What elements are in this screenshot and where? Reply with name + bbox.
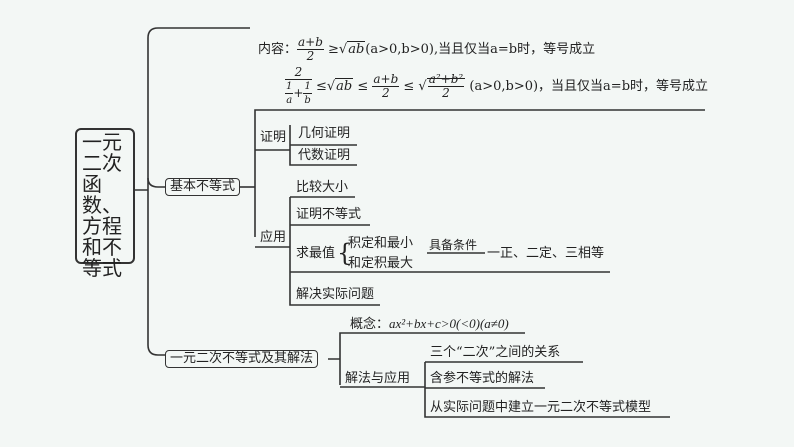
application-item: 解决实际问题 [296, 287, 375, 302]
formula2-suffix: (a>0,b>0)，当且仅当a=b时，等号成立 [469, 79, 709, 94]
extreme-case: 积定和最小 [348, 236, 414, 251]
proof-item: 几何证明 [298, 126, 351, 141]
root-topic: 一元二次函数、方程和不等式 [75, 128, 135, 279]
solve-item: 含参不等式的解法 [430, 371, 535, 386]
proof-label: 证明 [260, 130, 287, 145]
content-label: 内容： [258, 42, 298, 57]
brace-icon: { [337, 239, 353, 267]
concept-formula: ax²+bx+c>0(<0)(a≠0) [389, 316, 509, 331]
solve-item: 从实际问题中建立一元二次不等式模型 [430, 400, 652, 415]
basic-inequality-node: 基本不等式 [165, 178, 241, 196]
solve-item: 三个“二次”之间的关系 [430, 345, 561, 360]
application-label: 应用 [260, 230, 287, 245]
quadratic-inequality-node: 一元二次不等式及其解法 [165, 350, 319, 368]
formula1-suffix: (a>0,b>0),当且仅当a=b时，等号成立 [365, 42, 596, 57]
application-item: 证明不等式 [296, 207, 362, 222]
extreme-case: 和定积最大 [348, 256, 414, 271]
proof-item: 代数证明 [298, 148, 351, 163]
condition-text: 一正、二定、三相等 [487, 246, 605, 261]
application-item: 比较大小 [296, 180, 349, 195]
solve-label: 解法与应用 [345, 371, 411, 386]
concept: 概念：ax²+bx+c>0(<0)(a≠0) [350, 316, 509, 333]
concept-label: 概念： [350, 317, 390, 332]
condition-label: 具备条件 [429, 238, 478, 252]
application-item: 求最值 [296, 246, 336, 261]
